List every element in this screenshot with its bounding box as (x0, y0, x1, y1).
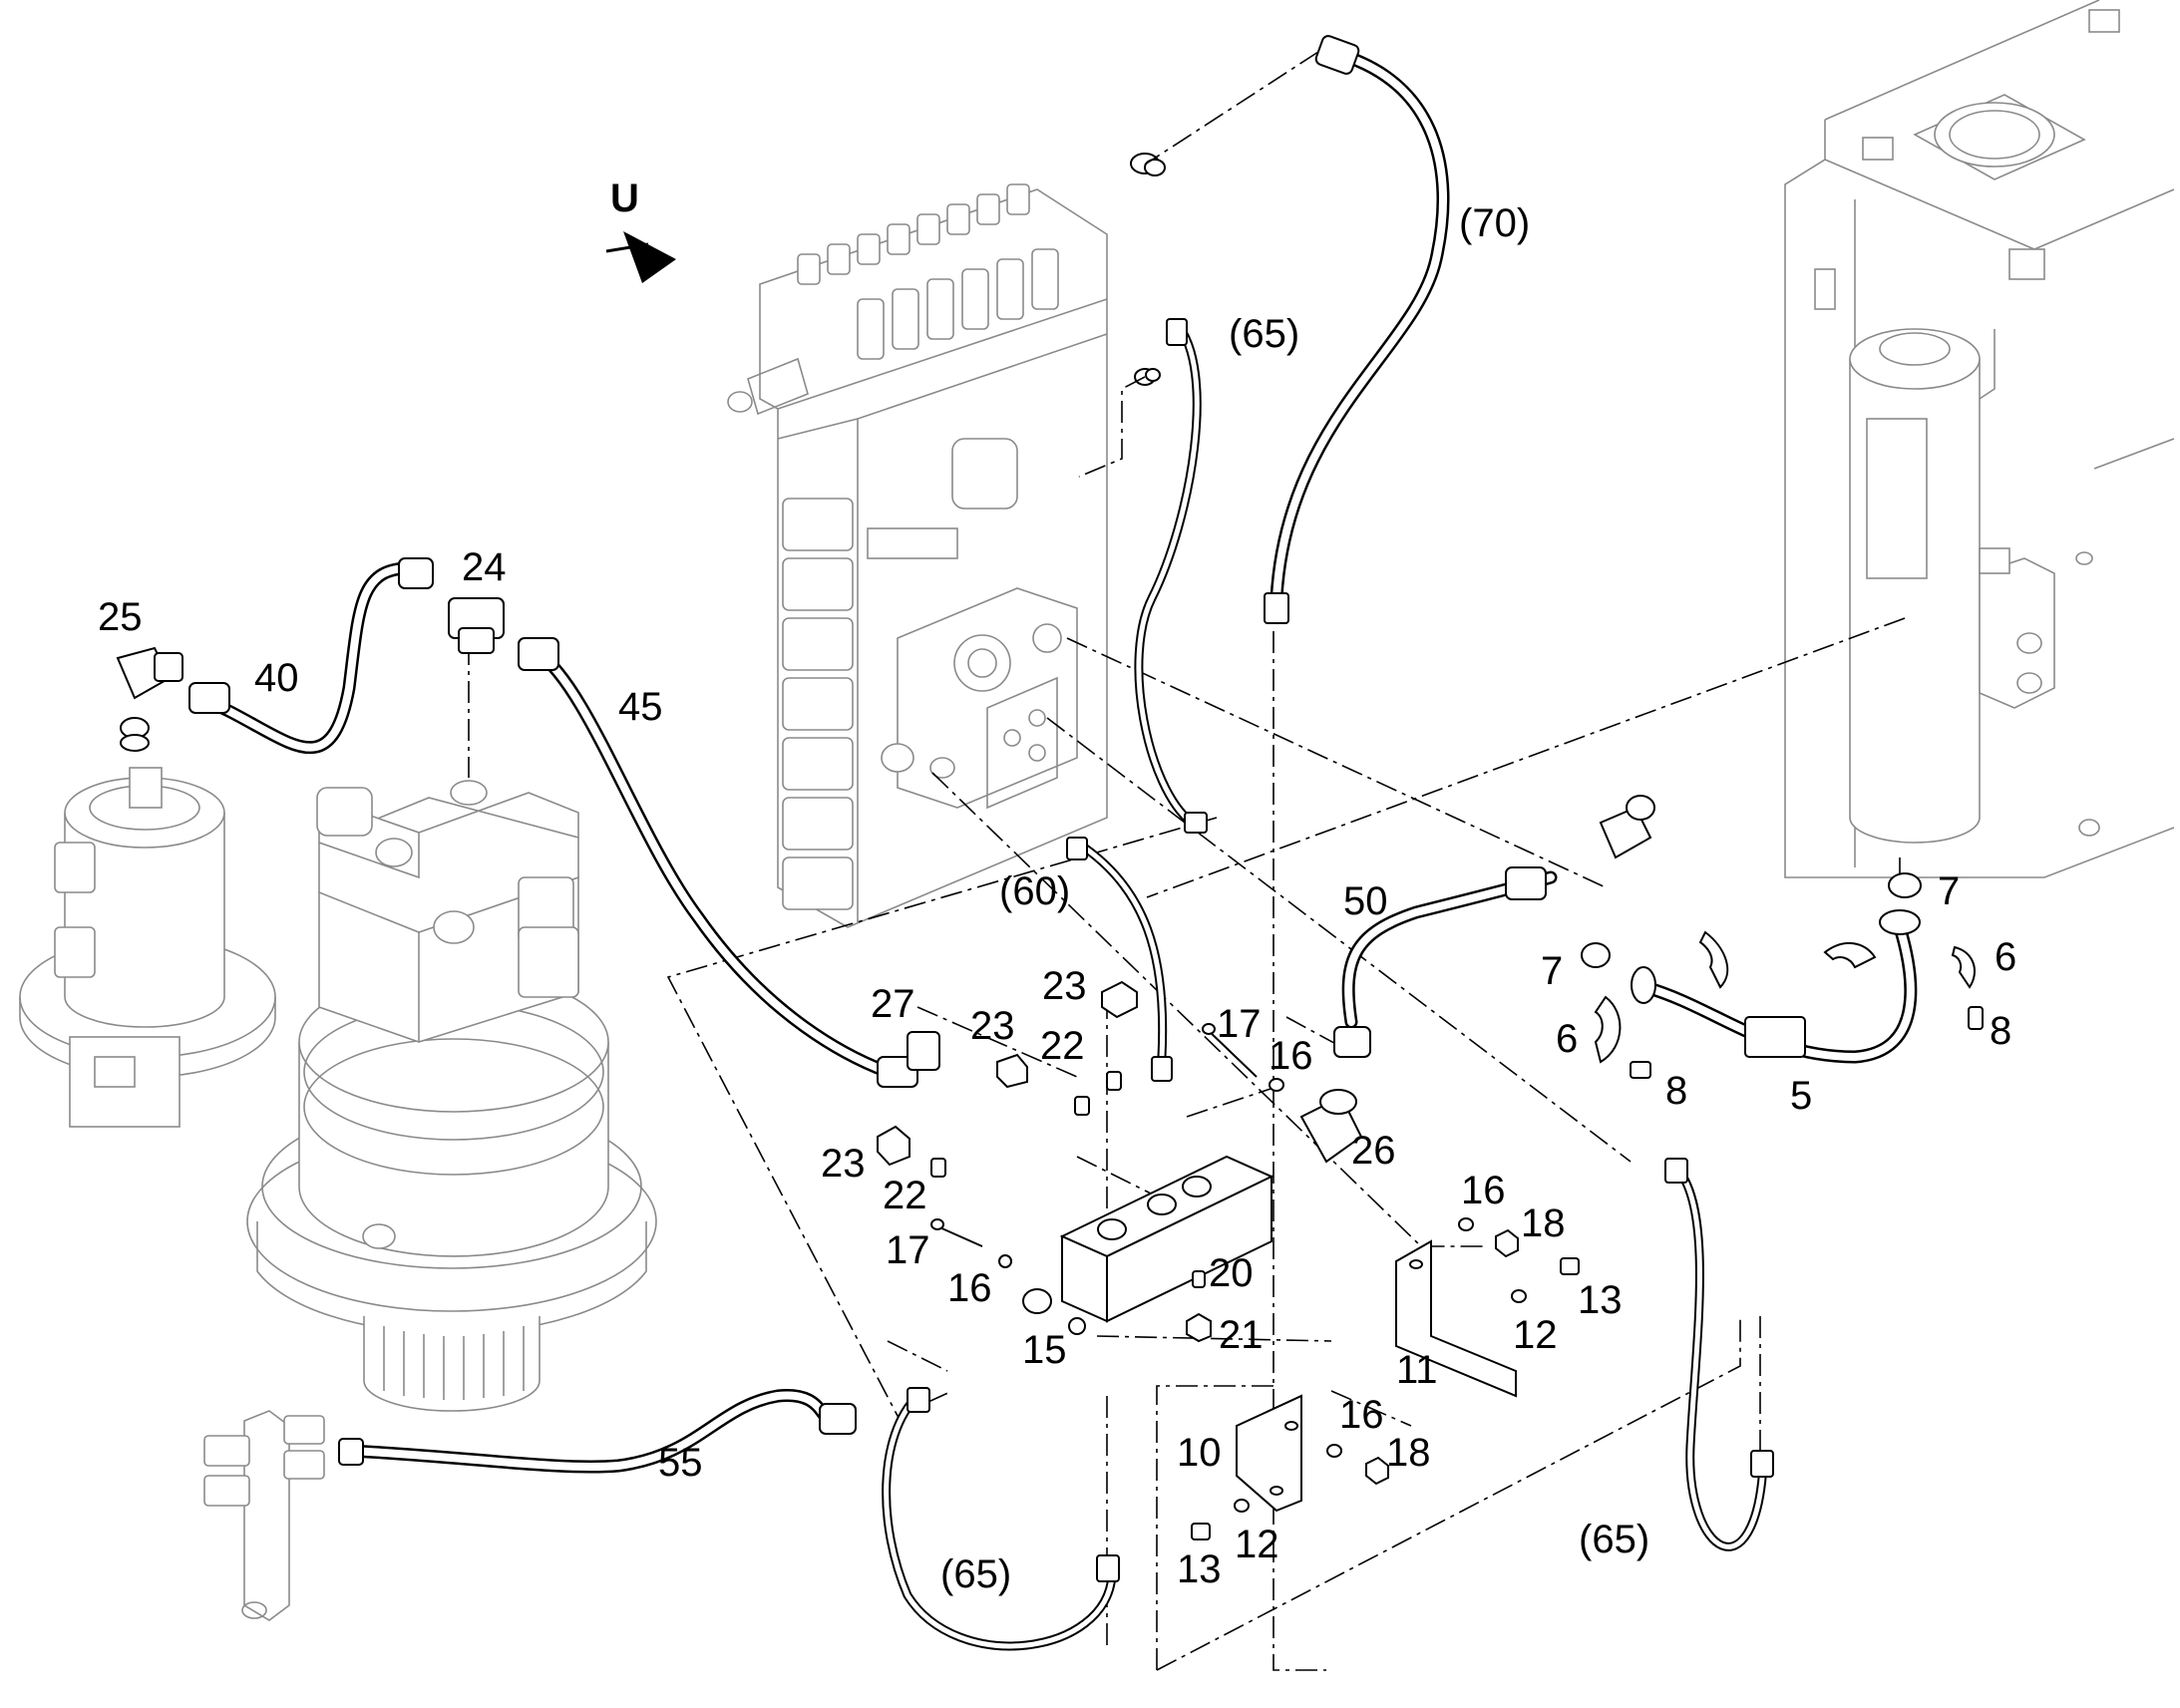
hose-65-lower-left (882, 1387, 1120, 1651)
callout-40: 40 (254, 656, 299, 700)
fitting-26-elbow (1299, 1089, 1363, 1164)
callout-8-right: 8 (1990, 1009, 2011, 1053)
callout-50: 50 (1343, 879, 1388, 923)
fitting-25-elbow (116, 646, 183, 700)
callout-17-top: 17 (1217, 1002, 1262, 1046)
view-label-u: U (610, 176, 639, 220)
callout-21: 21 (1219, 1313, 1264, 1357)
callout-13-lower: 13 (1177, 1547, 1222, 1591)
valve-top-fittings (727, 183, 1059, 416)
small-bracket-block (203, 1410, 325, 1621)
hose-65-lower-right (1664, 1158, 1774, 1551)
callout-15: 15 (1022, 1328, 1067, 1372)
callout-23-left: 23 (821, 1142, 866, 1186)
callout-13-right: 13 (1578, 1278, 1623, 1322)
callout-60: (60) (999, 869, 1070, 913)
callout-65-lower-left: (65) (940, 1552, 1011, 1596)
tee-fitting-upper-right (1599, 795, 1655, 859)
callout-16-top: 16 (1269, 1034, 1313, 1078)
callout-labels: U (70) (65) 24 25 40 45 (60) 50 7 7 6 8 … (98, 176, 2016, 1596)
callout-45: 45 (618, 685, 663, 729)
callout-26: 26 (1351, 1129, 1396, 1173)
callout-22-left: 22 (883, 1174, 927, 1217)
callout-27: 27 (871, 982, 915, 1026)
callout-12-right: 12 (1513, 1313, 1558, 1357)
hose-40 (188, 557, 434, 755)
callout-25: 25 (98, 595, 143, 639)
callout-16-left: 16 (947, 1266, 992, 1310)
pilot-block (881, 587, 1078, 810)
callout-7-upper: 7 (1938, 869, 1960, 913)
manifold-15 (1022, 1155, 1274, 1335)
callout-16-lower: 16 (1339, 1393, 1384, 1437)
suction-pipe-5 (1631, 909, 1921, 1064)
bracket-10 (1236, 1394, 1302, 1513)
callout-55: 55 (658, 1441, 703, 1485)
callout-6-right: 6 (1995, 935, 2016, 979)
swivel-joint (19, 717, 276, 1128)
callout-65-lower-right: (65) (1579, 1518, 1649, 1561)
callout-11: 11 (1396, 1348, 1438, 1392)
fitting-24-tee (448, 597, 505, 654)
swing-motor-assembly (246, 780, 657, 1412)
bracket-11 (1395, 1239, 1517, 1398)
view-arrow-u (605, 231, 676, 283)
callout-6-left: 6 (1556, 1017, 1578, 1061)
hose-70 (1264, 35, 1450, 624)
hose-50 (1333, 866, 1558, 1058)
callout-18-right: 18 (1521, 1201, 1566, 1245)
callout-65-upper: (65) (1229, 312, 1299, 356)
callout-20: 20 (1209, 1251, 1254, 1295)
hose-55 (338, 1389, 857, 1474)
callout-5: 5 (1790, 1074, 1812, 1118)
fitting-27 (907, 1031, 940, 1071)
hydraulic-tank (1784, 0, 2175, 878)
callout-10: 10 (1177, 1431, 1222, 1475)
hose-65-upper (1134, 318, 1208, 834)
reference-lines (468, 51, 1906, 1671)
callout-12-lower: 12 (1235, 1523, 1279, 1566)
hose-60 (1066, 837, 1173, 1082)
callout-23-mid: 23 (970, 1004, 1015, 1048)
callout-70: (70) (1459, 201, 1530, 245)
callout-22-top: 22 (1040, 1024, 1085, 1068)
callout-24: 24 (462, 545, 507, 589)
callout-17-left: 17 (886, 1228, 930, 1272)
control-valve-block (727, 153, 1166, 928)
callout-23-top: 23 (1042, 964, 1087, 1008)
valve-sections (782, 498, 854, 910)
callout-8-left: 8 (1665, 1069, 1687, 1113)
callout-7-left: 7 (1541, 949, 1563, 993)
callout-18-lower: 18 (1386, 1431, 1431, 1475)
valve-port-fitting (1130, 153, 1166, 386)
callout-16-right: 16 (1461, 1169, 1506, 1212)
small-hardware (877, 872, 1984, 1540)
